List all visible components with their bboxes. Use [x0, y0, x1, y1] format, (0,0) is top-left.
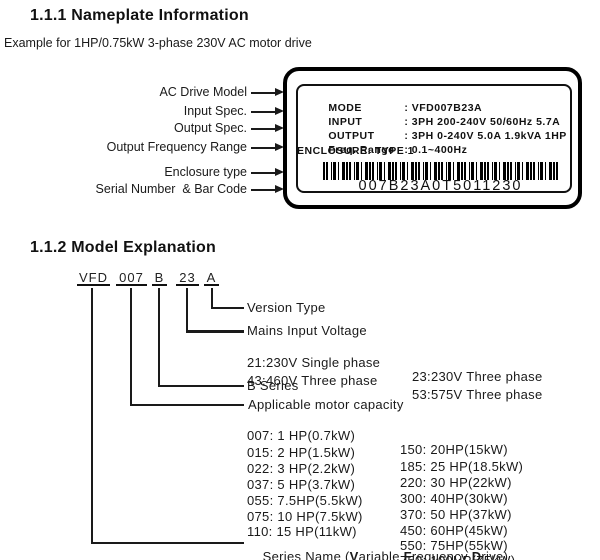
series-name-text: rive) [481, 549, 509, 560]
label-b-series: B Series [247, 378, 299, 393]
connector-line-a [211, 288, 213, 309]
voltage-option: 23:230V Three phase [412, 369, 543, 384]
connector-line-b [158, 288, 160, 387]
model-code-segment-a: A [204, 271, 219, 286]
voltage-option: 43:460V Three phase [247, 373, 378, 388]
connector-line-007 [130, 404, 244, 406]
capacity-option: 150: 20HP(15kW) [400, 442, 508, 457]
series-name-text: ariable [358, 549, 404, 560]
nameplate-mode-value: : VFD007B23A [404, 102, 483, 114]
capacity-row: 007: 1 HP(0.7kW) 150: 20HP(15kW) [247, 415, 587, 457]
series-name-text: D [471, 549, 482, 560]
nameplate-output-label: OUTPUT [328, 130, 375, 142]
series-name-text: F [403, 549, 412, 560]
serial-number: 007B23A0T5011230 [358, 178, 523, 194]
nameplate-outer-box: MODE : VFD007B23A INPUT : 3PH 200-240V 50/… [283, 67, 582, 209]
series-name-text: V [349, 549, 359, 560]
series-name-text: Series Name ( [262, 549, 350, 560]
capacity-option: 450: 60HP(45kW) [400, 523, 508, 538]
barcode [323, 162, 558, 180]
nameplate-freq-value: : 0.1~400Hz [404, 144, 468, 156]
capacity-option: 022: 3 HP(2.2kW) [247, 461, 356, 476]
capacity-option: 750: 100HP(75kW) [400, 554, 515, 560]
callout-enclosure-type: Enclosure type [164, 165, 247, 179]
voltage-option: 21:230V Single phase [247, 355, 381, 370]
capacity-option: 110: 15 HP(11kW) [247, 524, 357, 539]
nameplate-freq-label: Freq. Range [328, 144, 395, 156]
capacity-row: 075: 10 HP(7.5kW) 450: 60HP(45kW) [247, 496, 587, 538]
capacity-option: 300: 40HP(30kW) [400, 491, 508, 506]
arrow-line [251, 92, 275, 94]
model-code-segment-007: 007 [116, 271, 147, 286]
label-applicable-motor-capacity: Applicable motor capacity [248, 397, 404, 412]
section-1-1-1-subtitle: Example for 1HP/0.75kW 3-phase 230V AC m… [4, 36, 312, 50]
connector-line-vfd [91, 542, 244, 544]
section-1-1-1-title: 1.1.1 Nameplate Information [30, 7, 249, 24]
nameplate-input-label: INPUT [328, 116, 363, 128]
arrow-line [251, 172, 275, 174]
connector-line-007 [130, 288, 132, 406]
capacity-row: 750: 100HP(75kW) [247, 526, 587, 560]
capacity-option: 370: 50 HP(37kW) [400, 507, 512, 522]
callout-output-frequency-range: Output Frequency Range [106, 140, 247, 154]
nameplate-row-freq-range: Freq. Range : 0.1~400Hz [301, 132, 467, 168]
arrow-head-icon [275, 107, 284, 115]
section-1-1-2-title: 1.1.2 Model Explanation [30, 239, 216, 256]
capacity-option: 007: 1 HP(0.7kW) [247, 428, 356, 443]
label-series-name: Series Name (Variable Frequency Drive) [247, 536, 508, 560]
series-name-text: requency [411, 549, 472, 560]
capacity-option: 015: 2 HP(1.5kW) [247, 445, 356, 460]
capacity-row: 110: 15 HP(11kW) 550: 75HP(55kW) [247, 511, 587, 553]
voltage-options-row: 43:460V Three phase 53:575V Three phase [247, 360, 587, 402]
connector-line-23 [186, 288, 188, 333]
arrow-line [251, 147, 275, 149]
capacity-row: 055: 7.5HP(5.5kW) 370: 50 HP(37kW) [247, 480, 587, 522]
label-mains-input-voltage: Mains Input Voltage [247, 323, 367, 338]
nameplate-row-enclosure: ENCLOSURE: TYPE 1 [297, 145, 415, 157]
capacity-row: 022: 3 HP(2.2kW) 220: 30 HP(22kW) [247, 448, 587, 490]
nameplate-row-mode: MODE : VFD007B23A [301, 90, 482, 126]
callout-ac-drive-model: AC Drive Model [159, 85, 247, 99]
nameplate-row-output: OUTPUT : 3PH 0-240V 5.0A 1.9kVA 1HP [301, 118, 567, 154]
connector-line-vfd [91, 288, 93, 544]
connector-line-b [158, 385, 244, 387]
nameplate-mode-label: MODE [328, 102, 362, 114]
capacity-option: 185: 25 HP(18.5kW) [400, 459, 524, 474]
arrow-head-icon [275, 168, 284, 176]
model-code-segment-23: 23 [176, 271, 199, 286]
capacity-option: 037: 5 HP(3.7kW) [247, 477, 356, 492]
nameplate-row-input: INPUT : 3PH 200-240V 50/60Hz 5.7A [301, 104, 560, 140]
callout-input-spec: Input Spec. [183, 104, 247, 118]
label-version-type: Version Type [247, 300, 326, 315]
nameplate-inner-box: MODE : VFD007B23A INPUT : 3PH 200-240V 50/… [296, 84, 572, 193]
nameplate-input-value: : 3PH 200-240V 50/60Hz 5.7A [404, 116, 561, 128]
connector-line-a [211, 307, 244, 309]
arrow-head-icon [275, 185, 284, 193]
capacity-row: 015: 2 HP(1.5kW) 185: 25 HP(18.5kW) [247, 432, 587, 474]
capacity-option: 075: 10 HP(7.5kW) [247, 509, 363, 524]
capacity-option: 550: 75HP(55kW) [400, 538, 508, 553]
arrow-line [251, 128, 275, 130]
capacity-option: 220: 30 HP(22kW) [400, 475, 512, 490]
model-code-segment-b: B [152, 271, 167, 286]
arrow-line [251, 111, 275, 113]
arrow-line [251, 189, 275, 191]
capacity-option: 055: 7.5HP(5.5kW) [247, 493, 363, 508]
connector-line-23 [186, 330, 244, 333]
callout-serial-number-bar-code: Serial Number & Bar Code [95, 182, 247, 196]
arrow-head-icon [275, 124, 284, 132]
arrow-head-icon [275, 143, 284, 151]
model-code-segment-vfd: VFD [77, 270, 110, 286]
nameplate-output-value: : 3PH 0-240V 5.0A 1.9kVA 1HP [404, 130, 567, 142]
arrow-head-icon [275, 88, 284, 96]
callout-output-spec: Output Spec. [174, 121, 247, 135]
voltage-options-row: 21:230V Single phase 23:230V Three phase [247, 342, 587, 384]
capacity-row: 037: 5 HP(3.7kW) 300: 40HP(30kW) [247, 464, 587, 506]
voltage-option: 53:575V Three phase [412, 387, 543, 402]
